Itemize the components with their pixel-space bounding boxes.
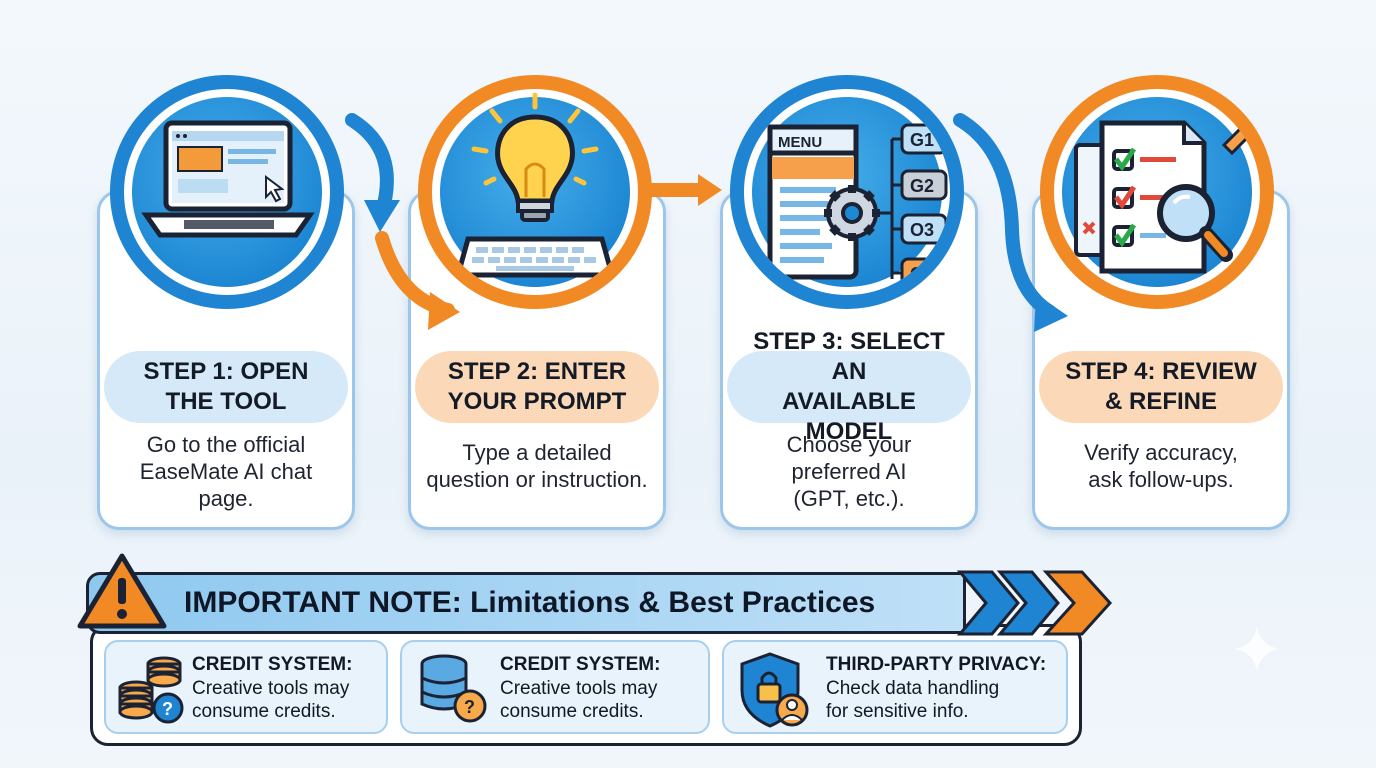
- shield-lock-user-icon: [740, 652, 809, 728]
- menu-model-icon: MENU G1 G2 O3 C4: [730, 75, 964, 309]
- step-description: Type a detailed question or instruction.: [426, 440, 648, 492]
- note-item-title: THIRD-PARTY PRIVACY:: [826, 654, 1047, 675]
- svg-text:?: ?: [162, 699, 173, 719]
- important-note-title: IMPORTANT NOTE: Limitations & Best Pract…: [184, 586, 876, 619]
- note-item-credit-system: ? CREDIT SYSTEM: Creative tools may cons…: [104, 640, 388, 734]
- model-option: C4: [910, 264, 933, 284]
- step-title: STEP 2: ENTER YOUR PROMPT: [415, 351, 659, 423]
- model-option: G1: [910, 130, 934, 150]
- note-item-title: CREDIT SYSTEM:: [500, 654, 661, 675]
- step-title: STEP 4: REVIEW & REFINE: [1039, 351, 1283, 423]
- model-menu-label: MENU: [778, 134, 822, 151]
- note-item-body: Creative tools may consume credits.: [500, 678, 658, 722]
- important-note-banner: [86, 572, 966, 634]
- step-description: Verify accuracy, ask follow-ups.: [1084, 440, 1238, 492]
- model-option: G2: [910, 176, 934, 196]
- note-item-title: CREDIT SYSTEM:: [192, 654, 353, 675]
- lightbulb-keyboard-icon: [418, 75, 652, 309]
- model-option: O3: [910, 220, 934, 240]
- warning-icon: [77, 553, 167, 629]
- database-question-icon: ?: [420, 654, 487, 723]
- step-description: Choose your preferred AI (GPT, etc.).: [786, 432, 912, 511]
- note-item-body: Check data handling for sensitive info.: [826, 678, 1000, 722]
- note-item-credit-system: ? CREDIT SYSTEM: Creative tools may cons…: [400, 640, 710, 734]
- coins-question-icon: ?: [118, 656, 184, 724]
- note-item-third-party-privacy: THIRD-PARTY PRIVACY: Check data handling…: [722, 640, 1068, 734]
- step-title: STEP 1: OPEN THE TOOL: [104, 351, 348, 423]
- svg-text:?: ?: [464, 697, 475, 717]
- sparkle-icon: [1234, 626, 1280, 672]
- note-item-body: Creative tools may consume credits.: [192, 678, 350, 722]
- laptop-icon: [110, 75, 344, 309]
- step-description: Go to the official EaseMate AI chat page…: [139, 432, 313, 511]
